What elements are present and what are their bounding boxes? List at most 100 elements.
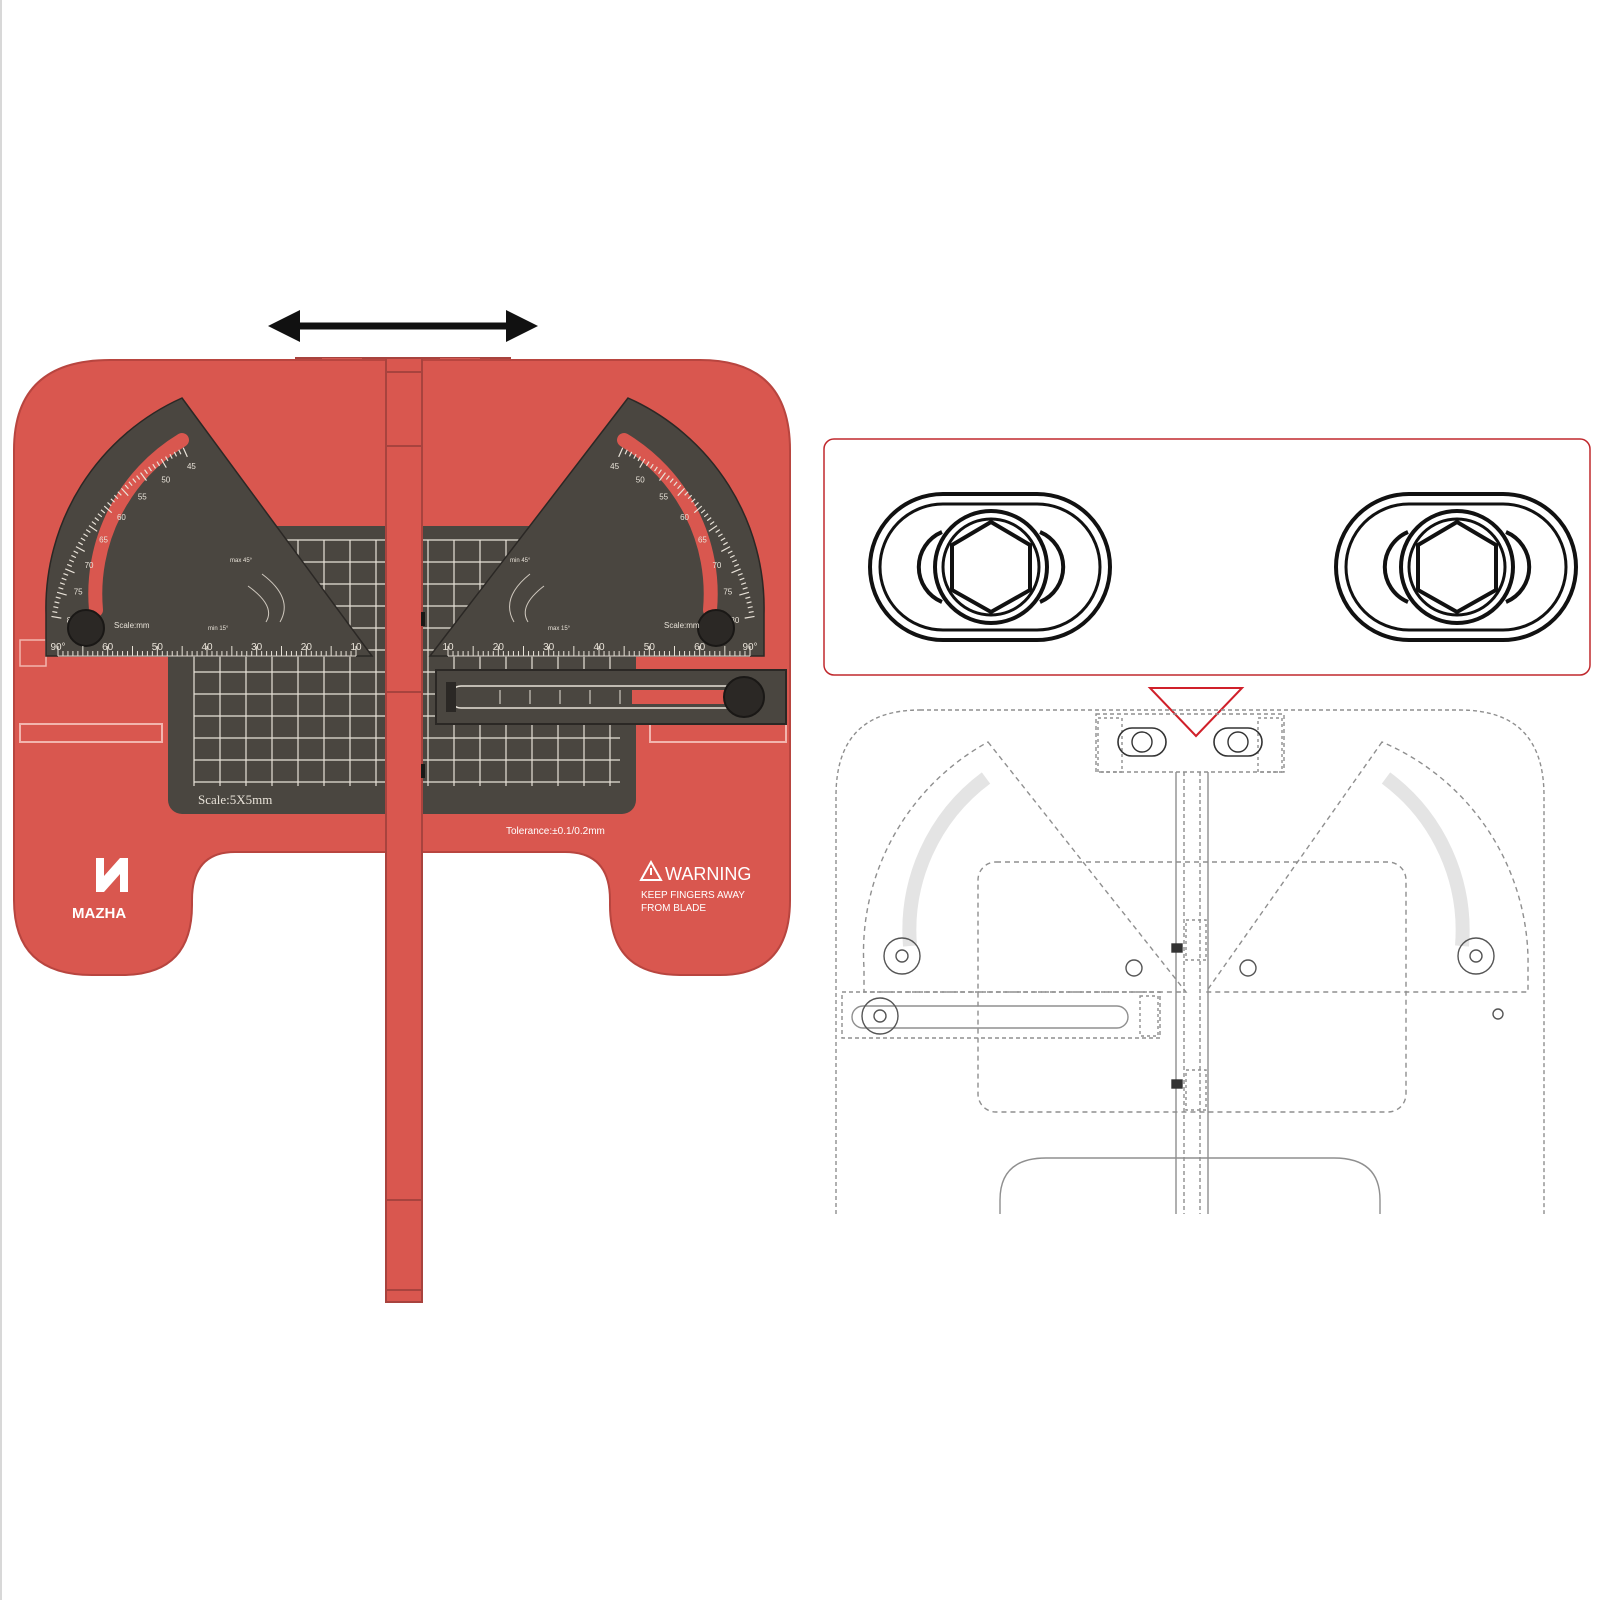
warning-line-2: FROM BLADE — [641, 903, 706, 914]
arc-tick — [618, 447, 624, 458]
arc-tick — [684, 491, 689, 496]
arc-tick — [659, 472, 666, 481]
arc-tick — [73, 550, 79, 554]
arc-tick — [83, 533, 89, 538]
arc-tick — [729, 554, 735, 559]
slide-bar — [435, 669, 787, 725]
arc-tick — [56, 591, 67, 596]
double-arrow-icon — [268, 310, 538, 342]
svg-text:max 15°: max 15° — [548, 626, 571, 632]
arc-tick — [693, 505, 703, 514]
arc-tick — [148, 466, 152, 472]
arc-tick — [97, 513, 103, 518]
arc-tick — [658, 469, 662, 475]
arc-tick — [694, 501, 699, 507]
arc-tick — [731, 568, 741, 574]
arc-tick — [58, 586, 64, 590]
triangle-pointer-icon — [1147, 687, 1245, 738]
arc-tick — [731, 559, 738, 563]
arc-tick — [747, 606, 753, 609]
warning-line-1: KEEP FINGERS AWAY — [641, 890, 745, 901]
arc-tick — [742, 586, 748, 590]
hex-socket-screw-icon — [868, 492, 1112, 642]
arc-label: 45 — [187, 462, 196, 471]
arc-label: 60 — [680, 513, 689, 522]
arc-tick — [51, 615, 62, 619]
ruler-label: 20 — [301, 642, 313, 653]
pivot-knob-left — [67, 609, 105, 647]
arc-tick — [645, 461, 650, 467]
arc-tick — [650, 463, 654, 469]
arc-tick — [744, 615, 755, 619]
arc-tick — [691, 498, 696, 503]
warning-block: WARNING KEEP FINGERS AWAY FROM BLADE — [639, 859, 751, 914]
arc-tick — [107, 501, 112, 507]
arc-tick — [703, 513, 709, 518]
ruler-label: 50 — [152, 642, 164, 653]
pivot-knob-right — [697, 609, 735, 647]
arc-tick — [132, 478, 137, 483]
arc-tick — [140, 472, 147, 481]
arc-tick — [85, 529, 91, 533]
arc-tick — [113, 494, 119, 500]
arc-tick — [677, 484, 682, 490]
side-slot-left — [19, 723, 163, 743]
ruler-label: 10 — [350, 642, 362, 653]
arc-tick — [665, 475, 670, 480]
ruler-label: 30 — [251, 642, 263, 653]
svg-text:max 45°: max 45° — [230, 558, 253, 564]
arc-tick — [720, 546, 731, 552]
arc-tick — [709, 521, 715, 525]
arc-tick — [739, 591, 750, 596]
arc-tick — [178, 449, 182, 455]
arc-label: 70 — [712, 561, 721, 570]
arc-tick — [677, 487, 685, 497]
svg-text:Scale:mm: Scale:mm — [664, 621, 700, 630]
arc-tick — [63, 572, 69, 576]
arc-tick — [737, 572, 743, 576]
arc-tick — [715, 529, 721, 533]
arc-tick — [173, 451, 178, 457]
arc-tick — [720, 537, 726, 542]
ruler-label: 10 — [442, 642, 454, 653]
technical-drawing — [835, 709, 1545, 1214]
arc-label: 50 — [636, 476, 645, 485]
arc-tick — [91, 521, 97, 525]
arc-label: 55 — [659, 493, 668, 502]
arc-tick — [152, 463, 156, 469]
arc-label: 65 — [99, 536, 108, 545]
arc-label: 65 — [698, 536, 707, 545]
ruler-label: 90° — [50, 642, 65, 653]
arc-tick — [687, 494, 693, 500]
slide-knob — [723, 676, 765, 718]
arc-tick — [61, 577, 67, 581]
arc-tick — [68, 559, 75, 563]
arc-tick — [169, 453, 173, 459]
arc-tick — [717, 533, 723, 538]
arc-tick — [65, 568, 75, 574]
arc-label: 60 — [117, 513, 126, 522]
arc-tick — [706, 517, 712, 522]
arc-tick — [144, 469, 148, 475]
arc-tick — [88, 525, 98, 532]
arc-tick — [746, 601, 752, 604]
ruler-label: 60 — [694, 642, 706, 653]
arc-tick — [59, 582, 65, 586]
arc-tick — [673, 481, 678, 487]
arc-tick — [136, 475, 141, 480]
ruler-label: 30 — [543, 642, 555, 653]
ruler-label: 40 — [201, 642, 213, 653]
arc-tick — [727, 550, 733, 554]
arc-tick — [182, 447, 188, 458]
svg-text:min 45°: min 45° — [510, 558, 531, 564]
hex-socket-screw-icon — [1334, 492, 1578, 642]
tolerance-label: Tolerance:±0.1/0.2mm — [506, 826, 605, 837]
arc-tick — [739, 577, 745, 581]
arc-tick — [748, 610, 754, 614]
arc-tick — [700, 509, 706, 514]
ruler-label: 60 — [102, 642, 114, 653]
